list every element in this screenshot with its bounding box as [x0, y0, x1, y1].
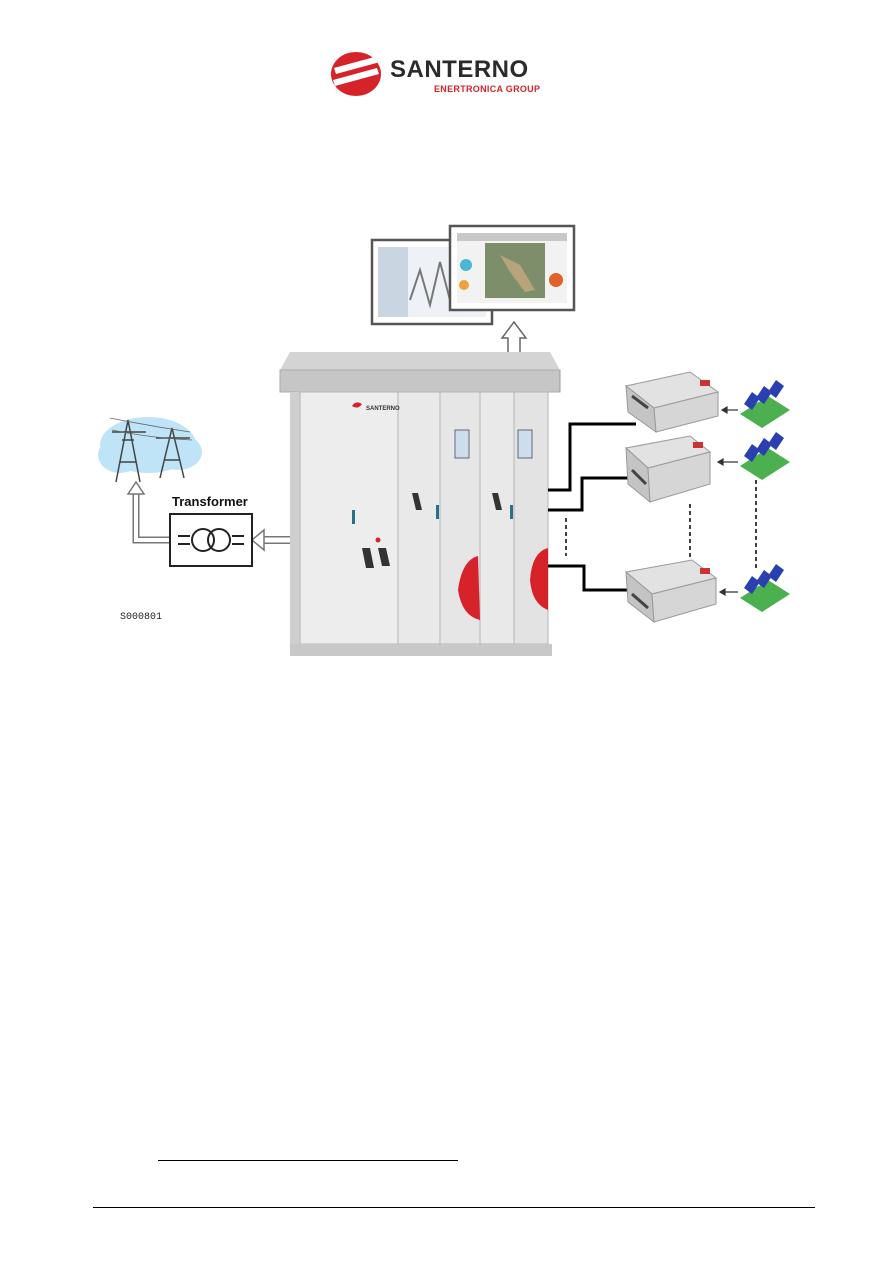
solar-panel-icon — [740, 564, 790, 612]
footnote-separator — [158, 1160, 458, 1161]
string-box-icon — [626, 436, 710, 502]
transformer-label: Transformer — [172, 494, 248, 509]
monitor-icon — [450, 226, 574, 310]
cabinet-brand-label: SANTERNO — [366, 406, 400, 412]
solar-panel-icon — [740, 380, 790, 428]
solar-panel-icon — [740, 432, 790, 480]
transformer-icon — [170, 514, 252, 566]
inverter-cabinet-icon: SANTERNO — [280, 352, 560, 656]
string-box-icon — [626, 372, 718, 432]
figure-code: S000801 — [120, 612, 162, 623]
dc-connections — [548, 424, 636, 590]
power-pylon-icon — [98, 417, 202, 482]
footer-rule — [93, 1207, 815, 1208]
arrow-up-icon — [128, 482, 144, 494]
string-box-icon — [626, 560, 716, 622]
arrow-left-icon — [252, 530, 264, 550]
